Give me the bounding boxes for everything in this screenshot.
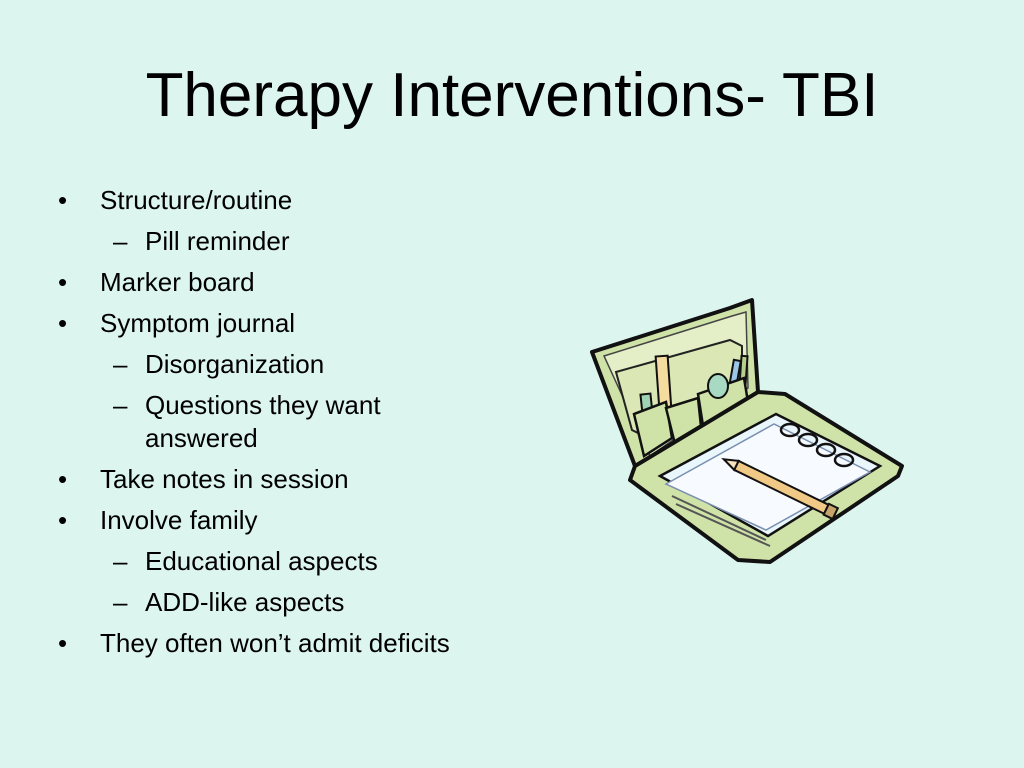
bullet-item: • Involve family	[58, 504, 528, 537]
bullet-marker: •	[58, 308, 68, 338]
bullet-item: • Structure/routine	[58, 184, 528, 217]
bullet-item: • Marker board	[58, 266, 528, 299]
slide-title: Therapy Interventions- TBI	[145, 61, 879, 130]
sub-bullet-text: Educational aspects	[145, 546, 378, 576]
bullet-item: • Symptom journal	[58, 307, 528, 340]
sub-bullet-marker: –	[113, 546, 128, 576]
bullet-text: They often won’t admit deficits	[100, 628, 450, 658]
sub-bullet-item: – Disorganization	[58, 348, 528, 381]
bullet-marker: •	[58, 185, 68, 215]
sub-bullet-item: – Educational aspects	[58, 545, 528, 578]
bullet-item: • Take notes in session	[58, 463, 528, 496]
bullet-marker: •	[58, 464, 68, 494]
bullet-marker: •	[58, 505, 68, 535]
sub-bullet-marker: –	[113, 226, 128, 256]
bullet-text: Marker board	[100, 267, 255, 297]
sub-bullet-marker: –	[113, 349, 128, 379]
sub-bullet-item: – Pill reminder	[58, 225, 528, 258]
sub-bullet-text: Disorganization	[145, 349, 325, 379]
bullet-text: Take notes in session	[100, 464, 349, 494]
sub-bullet-item: – Questions they want answered	[58, 389, 465, 455]
sub-bullet-item: – ADD-like aspects	[58, 586, 528, 619]
sub-bullet-text: Questions they want answered	[145, 390, 381, 453]
bullet-marker: •	[58, 628, 68, 658]
notebook-organizer-icon	[590, 298, 904, 564]
sub-bullet-text: ADD-like aspects	[145, 587, 345, 617]
bullet-text: Involve family	[100, 505, 258, 535]
sub-bullet-marker: –	[113, 587, 128, 617]
sub-bullet-marker: –	[113, 390, 128, 420]
bullet-item: • They often won’t admit deficits	[58, 627, 528, 660]
bullet-text: Symptom journal	[100, 308, 296, 338]
sub-bullet-text: Pill reminder	[145, 226, 290, 256]
bullet-text: Structure/routine	[100, 185, 293, 215]
bullet-list: • Structure/routine – Pill reminder • Ma…	[58, 184, 528, 668]
bullet-marker: •	[58, 267, 68, 297]
